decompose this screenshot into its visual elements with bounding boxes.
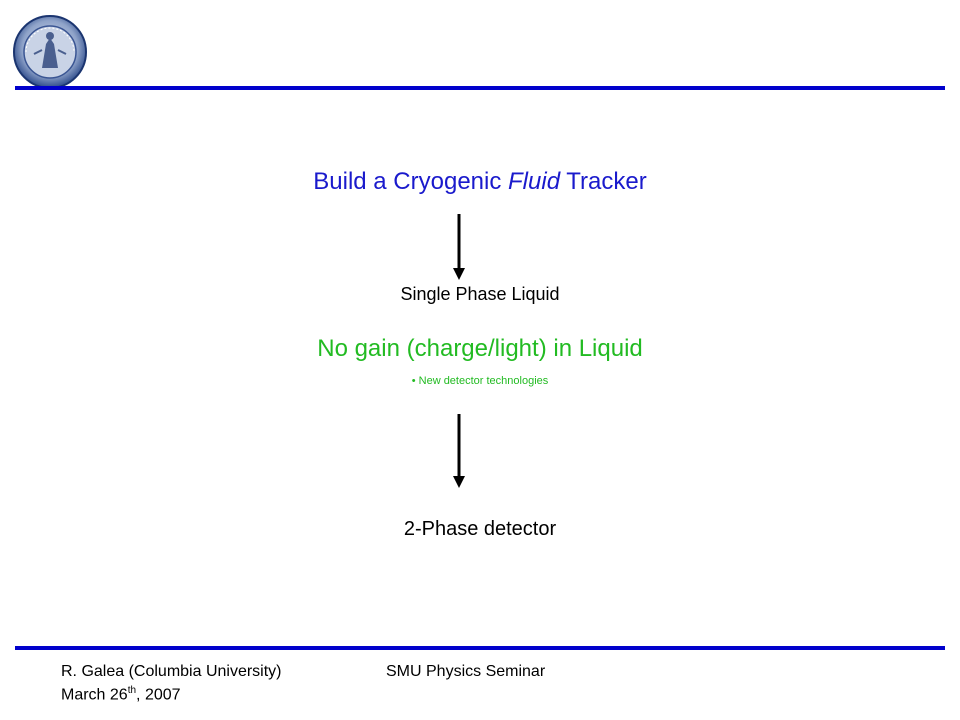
- footer-author: R. Galea (Columbia University): [61, 663, 282, 680]
- footer-date: March 26th, 2007: [61, 685, 181, 704]
- bullet-new-tech: • New detector technologies: [411, 375, 549, 387]
- slide-title: Build a Cryogenic Fluid Tracker: [313, 168, 647, 195]
- step-two-phase: 2-Phase detector: [403, 518, 557, 540]
- footer-rule: [15, 646, 945, 650]
- down-arrow-icon: [453, 214, 465, 280]
- step-single-phase: Single Phase Liquid: [400, 284, 560, 304]
- footer-event: SMU Physics Seminar: [386, 663, 546, 680]
- header-rule: [15, 86, 945, 90]
- issue-no-gain: No gain (charge/light) in Liquid: [317, 335, 643, 362]
- university-seal-logo: [13, 15, 87, 89]
- down-arrow-icon: [453, 414, 465, 488]
